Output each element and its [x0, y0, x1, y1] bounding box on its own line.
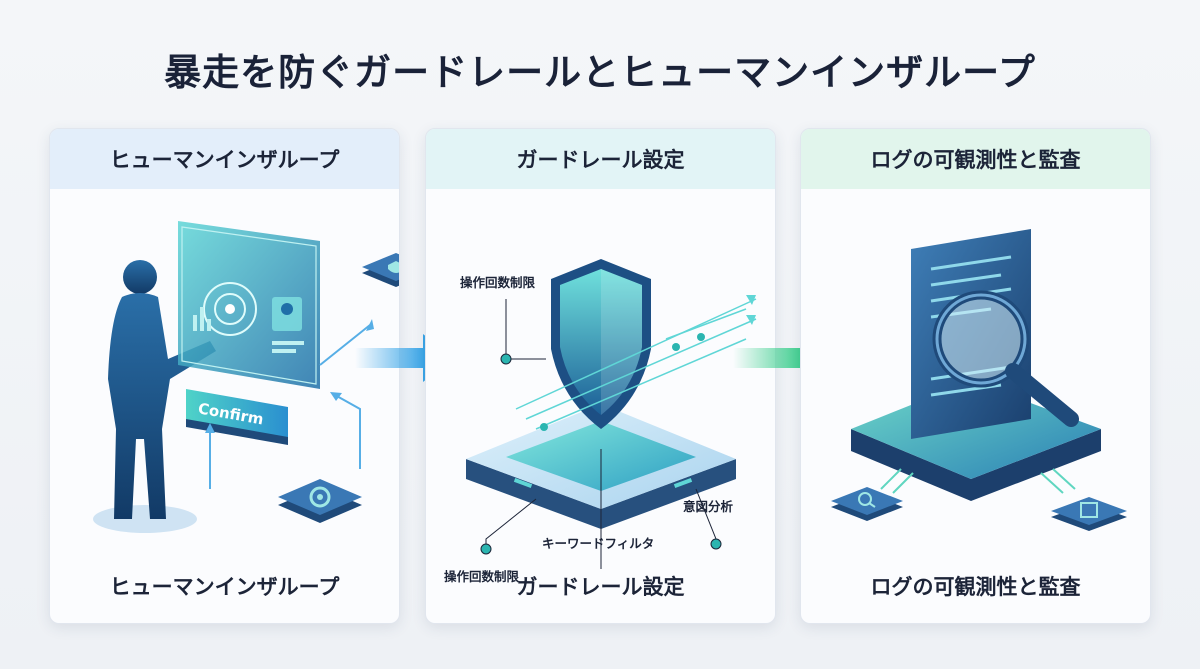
circuit-lines [880, 468, 1076, 494]
label-keyword-filter: キーワードフィルタ [542, 536, 655, 551]
search-chip-icon [831, 487, 903, 521]
label-intent-analysis: 意図分析 [683, 499, 734, 514]
human-figure-icon [108, 260, 216, 519]
log-audit-illustration [831, 229, 1127, 531]
callout-dot [710, 538, 722, 550]
panel-header: ガードレール設定 [426, 129, 775, 189]
panel-header: ヒューマンインザループ [50, 129, 399, 189]
confirm-button[interactable]: Confirm [186, 389, 288, 445]
panel-footer: ヒューマンインザループ [109, 575, 340, 599]
beam-node [697, 333, 705, 341]
panel-human-in-the-loop: ヒューマンインザループ [49, 128, 400, 624]
panel-header: ログの可観測性と監査 [801, 129, 1150, 189]
magnifying-glass-icon [932, 290, 1079, 427]
human-in-the-loop-illustration: Confirm [93, 221, 399, 533]
shield-icon [551, 259, 651, 429]
beam-node [672, 343, 680, 351]
floor-shadow [93, 505, 197, 533]
callout-dot [480, 543, 492, 555]
data-beams [515, 298, 757, 430]
panel-footer: ログの可観測性と監査 [870, 575, 1081, 599]
hologram-screen-icon [178, 221, 320, 389]
callout-dot [500, 353, 512, 365]
panel-guardrail-settings: ガードレール設定 [425, 128, 776, 624]
beam-node [540, 423, 548, 431]
gear-chip-icon [278, 479, 362, 523]
panel-log-observability-audit: ログの可観測性と監査 [800, 128, 1151, 624]
panel-footer: ガードレール設定 [516, 575, 685, 599]
flow-arrows [209, 324, 371, 489]
label-operation-limit-top: 操作回数制限 [460, 275, 536, 290]
page-title: 暴走を防ぐガードレールとヒューマンインザループ [164, 51, 1036, 94]
label-operation-limit-bottom: 操作回数制限 [444, 569, 520, 584]
document-chip-icon [1051, 497, 1127, 531]
shield-chip-icon [362, 253, 399, 287]
guardrail-illustration: 操作回数制限 [460, 259, 757, 569]
